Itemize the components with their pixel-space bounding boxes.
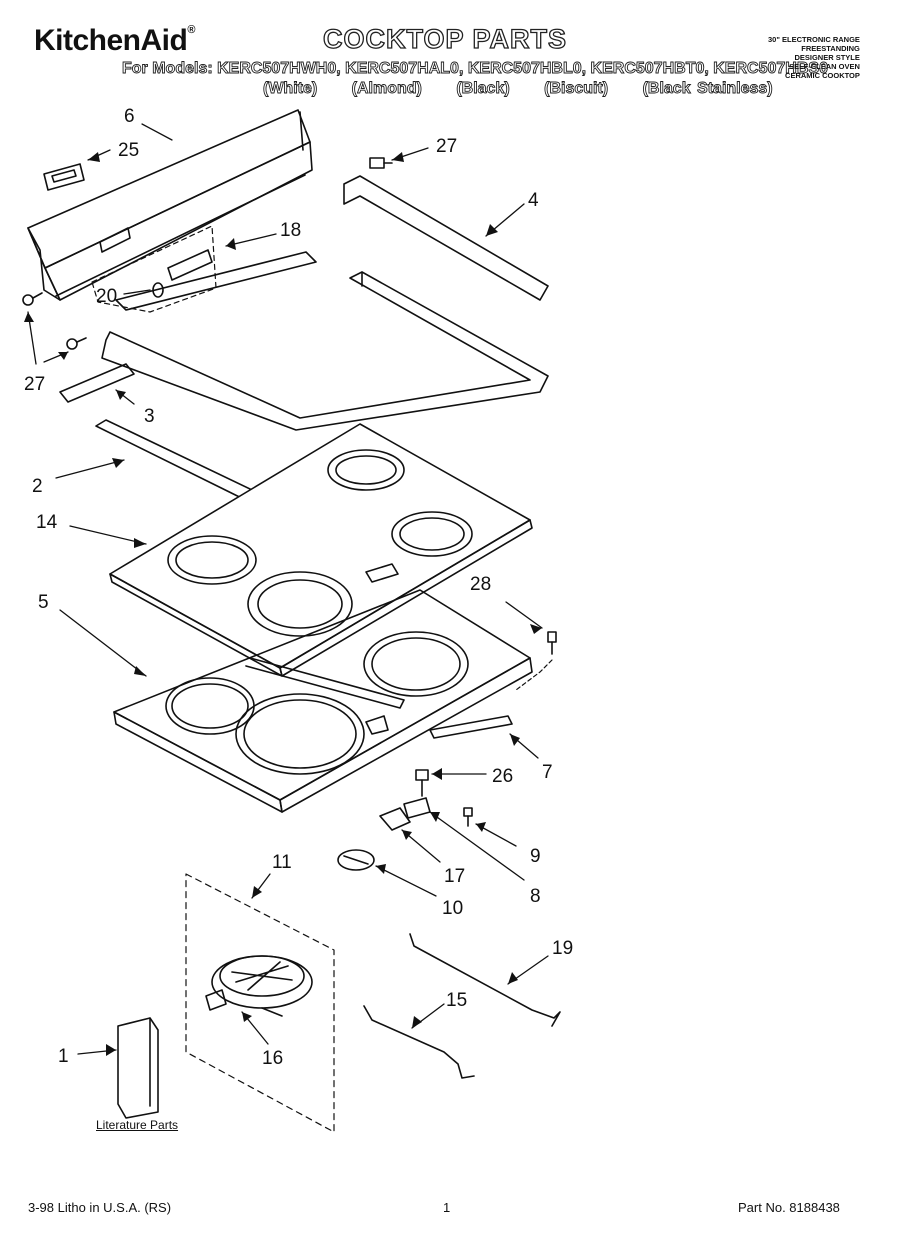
callout-27-left: 27 [24, 374, 45, 395]
callout-1: 1 [58, 1046, 69, 1067]
clip-part [379, 807, 411, 831]
callout-4: 4 [528, 190, 539, 211]
color-almond: (Almond) [351, 80, 422, 98]
screw-part [22, 292, 87, 350]
clamp-part [403, 797, 431, 819]
callout-20: 20 [96, 286, 117, 307]
page-title: COCKTOP PARTS [322, 23, 568, 54]
rear-strip-part [59, 363, 135, 403]
callout-27-top: 27 [436, 136, 457, 157]
screw-part [547, 631, 557, 655]
callout-2: 2 [32, 476, 43, 497]
clip-detail-box [91, 225, 217, 313]
screw-part [369, 157, 393, 169]
callout-7: 7 [542, 762, 553, 783]
screw-part [415, 769, 429, 797]
wire-part [409, 933, 561, 1027]
callout-labels: 6 25 27 4 18 20 27 3 2 14 5 28 7 26 9 17… [24, 106, 573, 1069]
spec-line: DESIGNER STYLE [794, 53, 860, 62]
spec-line: FREESTANDING [801, 44, 860, 53]
callout-19: 19 [552, 938, 573, 959]
literature-parts-label: Literature Parts [96, 1118, 179, 1132]
spec-line: SELF-CLEAN OVEN [789, 62, 860, 71]
callout-28: 28 [470, 574, 491, 595]
badge-part [43, 163, 85, 191]
wire-part [363, 1005, 475, 1079]
callout-14: 14 [36, 512, 58, 533]
arrowheads [24, 152, 542, 1056]
terminal-part [337, 849, 375, 871]
literature-part [117, 1017, 159, 1119]
footer-print-info: 3-98 Litho in U.S.A. (RS) [28, 1200, 172, 1215]
page-number: 1 [443, 1200, 451, 1215]
brand-name: KitchenAid [34, 24, 188, 57]
callout-5: 5 [38, 592, 49, 613]
color-black: (Black) [456, 80, 510, 98]
models-line: For Models: KERC507HWH0, KERC507HAL0, KE… [122, 60, 829, 78]
brand-registered-mark: ® [187, 24, 195, 36]
heating-element-part [205, 955, 313, 1017]
callout-26: 26 [492, 766, 513, 787]
callout-8: 8 [530, 886, 541, 907]
top-frame-part [101, 175, 549, 431]
color-list: (White) (Almond) (Black) (Biscuit) (Blac… [263, 80, 801, 98]
brand-logo: KitchenAid® [34, 24, 195, 58]
ceramic-cooktop-part [109, 423, 533, 677]
spec-line: CERAMIC COOKTOP [785, 71, 860, 80]
spec-line: 30" ELECTRONIC RANGE [768, 35, 860, 44]
color-white: (White) [263, 80, 318, 98]
screw-leader-dashed [515, 659, 553, 691]
callout-6: 6 [124, 106, 135, 127]
callout-18: 18 [280, 220, 301, 241]
callout-9: 9 [530, 846, 541, 867]
callout-15: 15 [446, 990, 467, 1011]
callout-10: 10 [442, 898, 463, 919]
callout-11: 11 [272, 852, 292, 873]
callout-17: 17 [444, 866, 465, 887]
element-detail-box [185, 873, 335, 1133]
color-black-stainless: (Black Stainless) [642, 80, 773, 98]
callout-25: 25 [118, 140, 139, 161]
backguard-part [27, 109, 313, 301]
callout-16: 16 [262, 1048, 283, 1069]
color-biscuit: (Biscuit) [544, 80, 609, 98]
trim-strip-part [115, 251, 317, 311]
screw-part [463, 807, 473, 827]
spec-block: 30" ELECTRONIC RANGE FREESTANDING DESIGN… [768, 35, 860, 80]
bracket-part [429, 715, 513, 739]
part-number: Part No. 8188438 [738, 1200, 840, 1215]
callout-3: 3 [144, 406, 155, 427]
cooktop-base-part [113, 589, 533, 813]
